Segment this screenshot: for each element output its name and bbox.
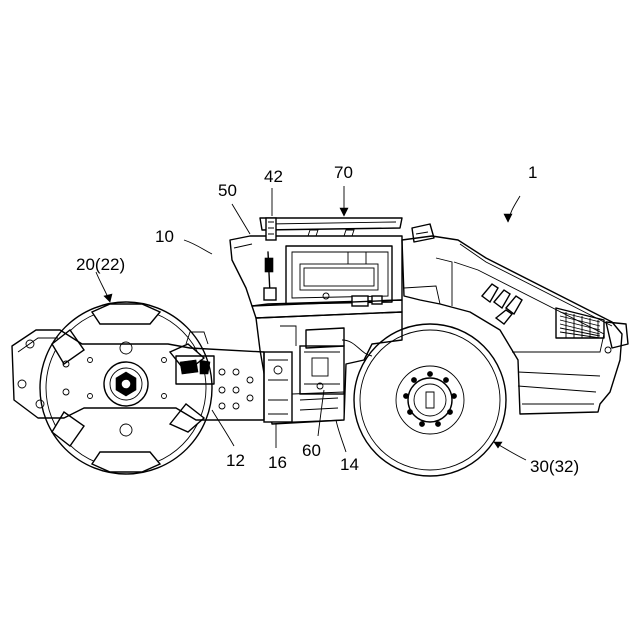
ref-label-60: 60 <box>302 442 321 459</box>
rear-wheel <box>354 324 506 476</box>
ref-label-16: 16 <box>268 454 287 471</box>
ref-label-50: 50 <box>218 182 237 199</box>
ref-label-rear-wheel: 30(32) <box>530 458 579 475</box>
ref-label-42: 42 <box>264 168 283 185</box>
ref-label-front-drum: 20(22) <box>76 256 125 273</box>
front-frame <box>12 330 264 420</box>
ref-label-machine: 1 <box>528 164 537 181</box>
frame-bolt-holes <box>18 340 253 409</box>
operator-platform <box>230 218 402 318</box>
hood-vent-slots <box>482 284 522 324</box>
ref-label-frame: 12 <box>226 452 245 469</box>
radiator-grille <box>556 308 604 338</box>
center-frame <box>256 312 402 424</box>
ref-label-70: 70 <box>334 164 353 181</box>
ref-label-14: 14 <box>340 456 359 473</box>
ref-label-body: 10 <box>155 228 174 245</box>
wheel-lug-nuts <box>403 371 456 426</box>
